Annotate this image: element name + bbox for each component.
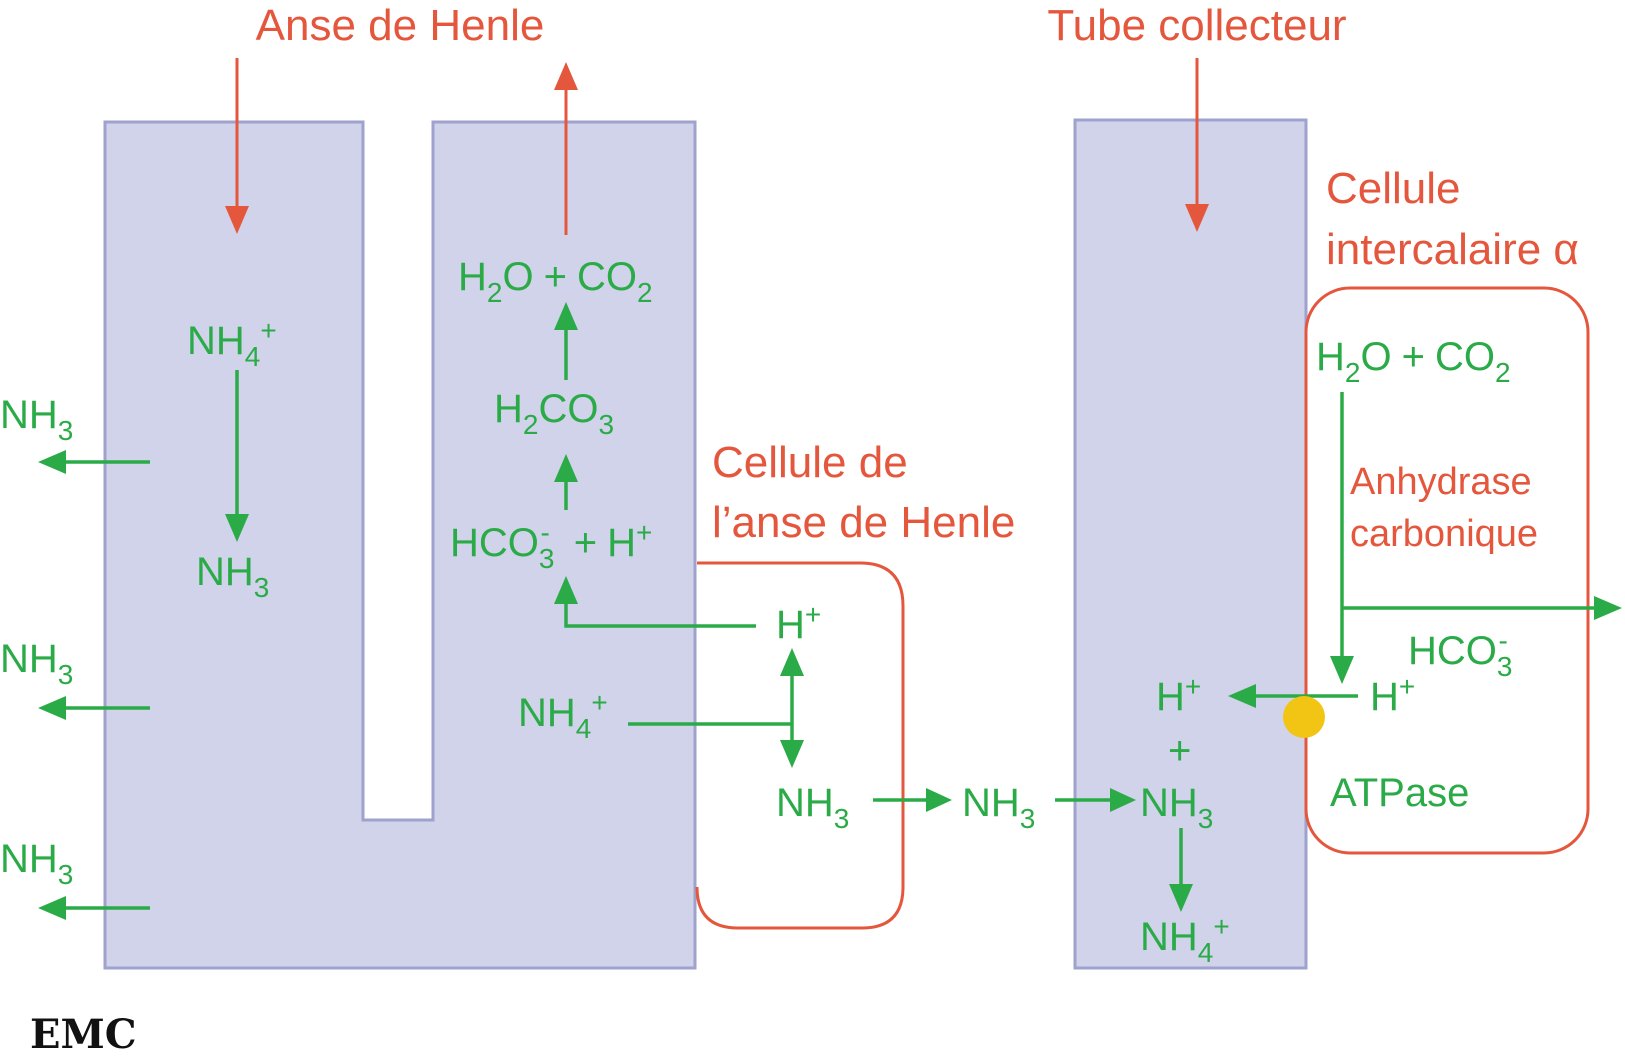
collecting-duct-tubule	[1073, 118, 1308, 970]
chem-nh3-loop: NH3	[196, 550, 269, 603]
label-cellule-intercalaire-line2: intercalaire α	[1326, 225, 1579, 274]
chem-h-duct: H+	[1156, 671, 1201, 719]
label-cellule-anse-line2: l’anse de Henle	[712, 498, 1015, 547]
chem-h2o-co2-intercalaire: H2O+CO2	[1316, 335, 1511, 388]
chem-h2co3: H2CO3	[494, 387, 614, 440]
label-cellule-intercalaire-line1: Cellule	[1326, 164, 1461, 213]
chem-nh4-loop: NH4+	[187, 315, 277, 372]
chem-h-cellule-anse: H+	[776, 599, 821, 647]
chem-nh3-efflux-3: NH3	[0, 837, 73, 890]
chem-nh3-duct: NH3	[1140, 781, 1213, 834]
chem-nh3-cellule-anse: NH3	[776, 781, 849, 834]
chem-h-intercalaire: H+	[1370, 671, 1415, 719]
emc-logo: EMC	[30, 1011, 137, 1058]
label-anhydrase-line1: Anhydrase	[1350, 461, 1532, 503]
cellule-intercalaire-box	[1304, 286, 1590, 855]
chem-nh4-cellule-anse: NH4+	[518, 687, 608, 744]
label-cellule-anse-line1: Cellule de	[712, 438, 908, 487]
label-anse-de-henle: Anse de Henle	[256, 1, 545, 50]
chem-nh4-duct: NH4+	[1140, 911, 1230, 968]
cellule-anse-box	[695, 561, 905, 930]
chem-hco3-intercalaire: HCO3-	[1408, 625, 1512, 682]
henle-loop-tubule	[103, 120, 697, 970]
chem-nh3-interstitium: NH3	[962, 781, 1035, 834]
chem-plus-duct: +	[1168, 729, 1191, 773]
green-arrows	[38, 302, 1622, 920]
chem-nh3-efflux-1: NH3	[0, 393, 73, 446]
chem-h2o-co2-loop: H2O+CO2	[458, 255, 653, 308]
label-tube-collecteur: Tube collecteur	[1047, 1, 1346, 50]
chem-nh3-efflux-2: NH3	[0, 637, 73, 690]
label-anhydrase-line2: carbonique	[1350, 513, 1538, 555]
chem-hco3-h-loop: HCO3-+H+	[450, 517, 652, 574]
label-atpase: ATPase	[1330, 771, 1469, 815]
atpase-pump-icon	[1283, 696, 1325, 738]
red-arrows	[225, 58, 1209, 235]
